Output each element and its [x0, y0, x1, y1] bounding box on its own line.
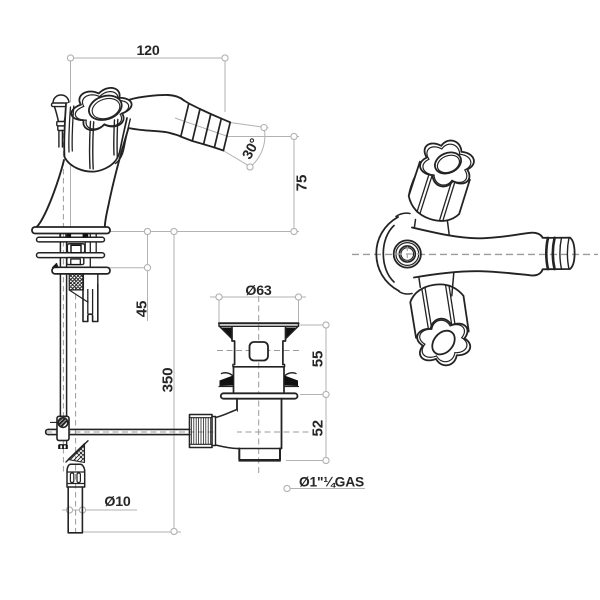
svg-text:55: 55: [310, 350, 327, 367]
svg-text:Ø63: Ø63: [245, 283, 272, 299]
svg-text:Ø1"¼GAS: Ø1"¼GAS: [299, 475, 364, 490]
svg-text:Ø10: Ø10: [104, 494, 131, 510]
svg-text:45: 45: [134, 300, 151, 317]
svg-text:52: 52: [310, 420, 327, 437]
svg-text:350: 350: [160, 368, 177, 393]
svg-text:75: 75: [294, 174, 311, 191]
svg-text:120: 120: [136, 43, 159, 59]
